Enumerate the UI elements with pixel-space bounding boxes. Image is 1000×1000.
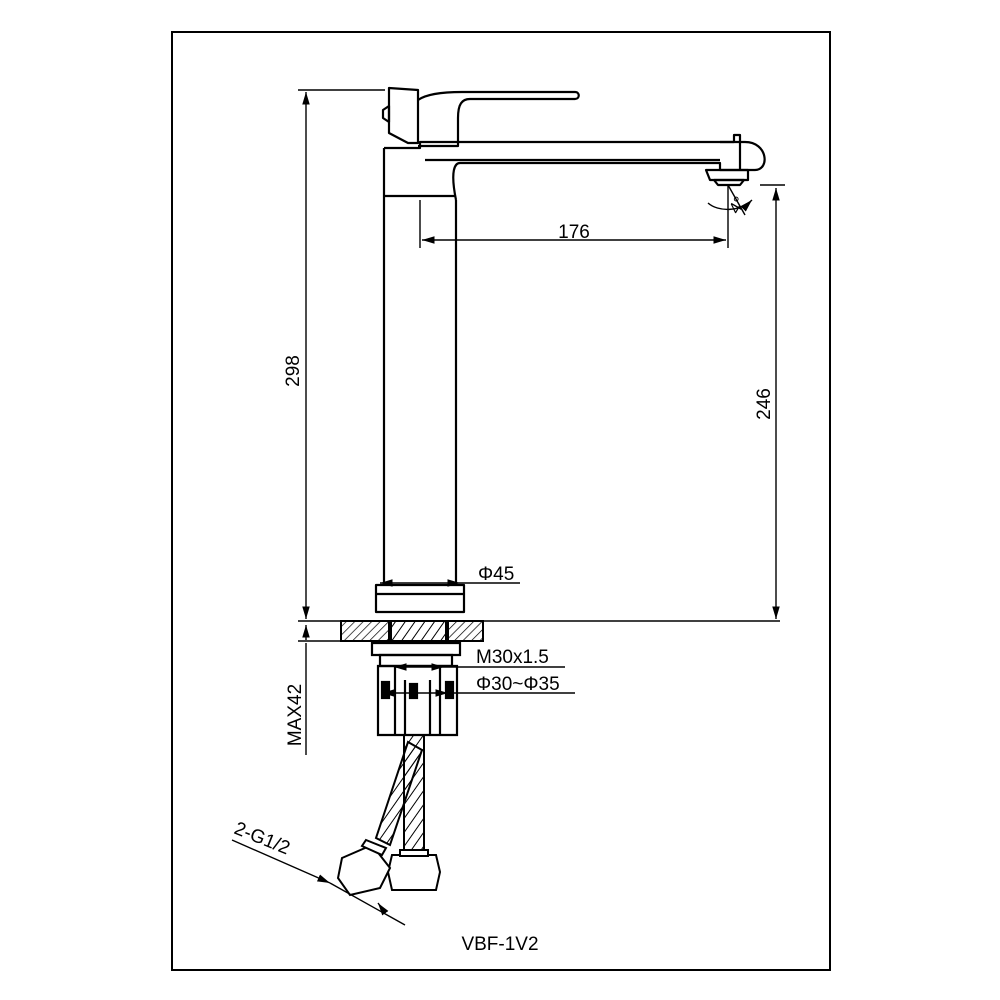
countertop-section	[340, 620, 484, 642]
supply-hoses	[336, 734, 442, 897]
dim-base-diameter: Φ45	[478, 564, 514, 585]
dim-hole-range: Φ30~Φ35	[476, 674, 560, 695]
faucet-body	[374, 86, 766, 614]
sheet-frame	[171, 31, 831, 971]
dim-max-thickness: MAX42	[285, 684, 306, 746]
mounting-shank	[370, 641, 462, 737]
model-label: VBF-1V2	[461, 934, 538, 955]
dim-spout-height: 246	[754, 388, 775, 420]
dim-total-height: 298	[283, 355, 304, 387]
dimension-lines	[231, 89, 785, 926]
dim-spout-reach: 176	[558, 222, 590, 243]
dim-thread: M30x1.5	[476, 647, 549, 668]
